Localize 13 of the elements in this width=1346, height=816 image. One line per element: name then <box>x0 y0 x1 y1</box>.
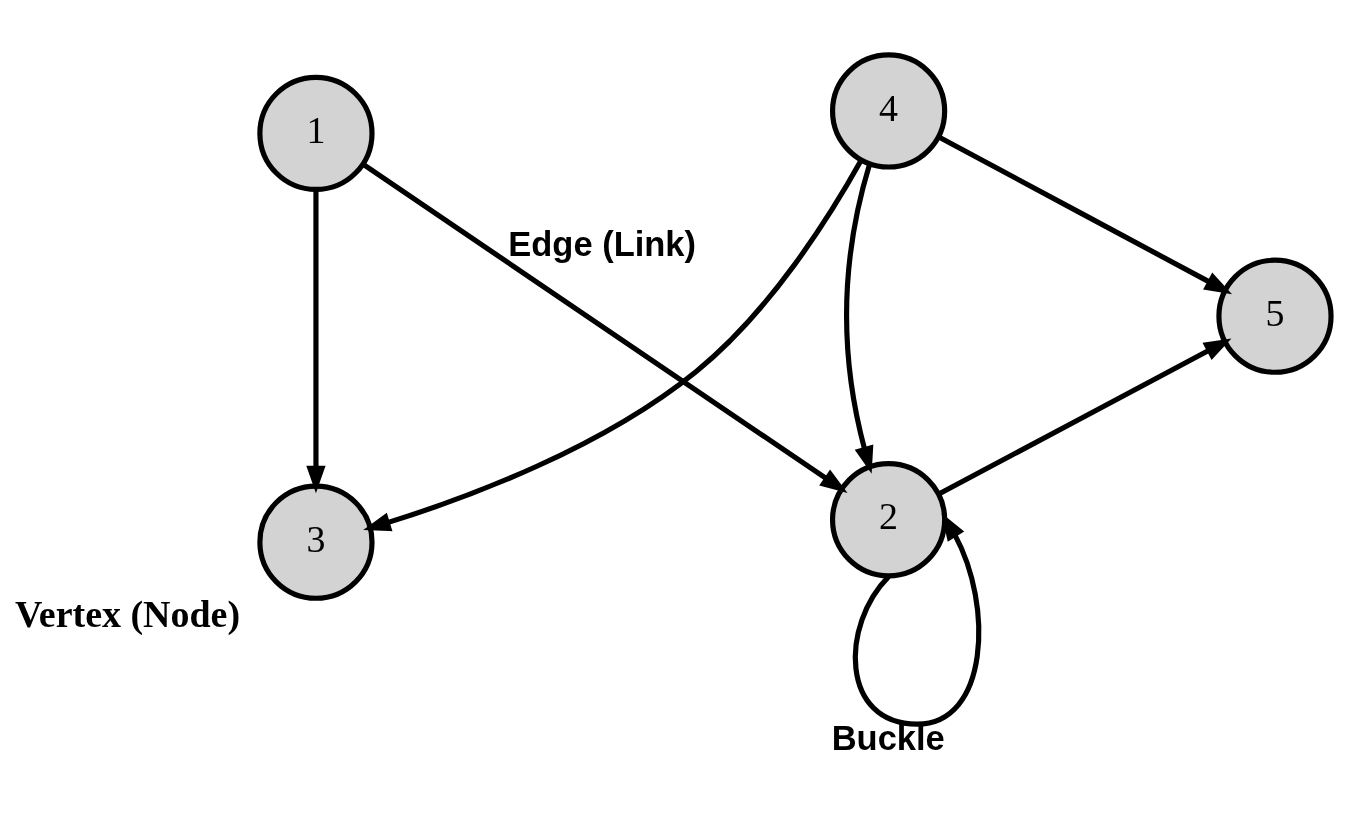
arrow <box>937 337 1232 496</box>
node-circle: 2 <box>829 460 948 578</box>
arrow <box>306 189 326 493</box>
arrow <box>937 134 1233 294</box>
node-circle: 4 <box>829 51 948 170</box>
node-circle: 1 <box>257 74 375 192</box>
edge-label: Edge (Link) <box>508 224 697 263</box>
node-label: Vertex (Node) <box>14 592 241 635</box>
node-circle: 5 <box>1216 257 1334 375</box>
edge-label: Buckle <box>831 718 945 757</box>
arrow <box>844 163 874 474</box>
node-circle: 3 <box>257 483 375 601</box>
arrow <box>852 512 982 727</box>
